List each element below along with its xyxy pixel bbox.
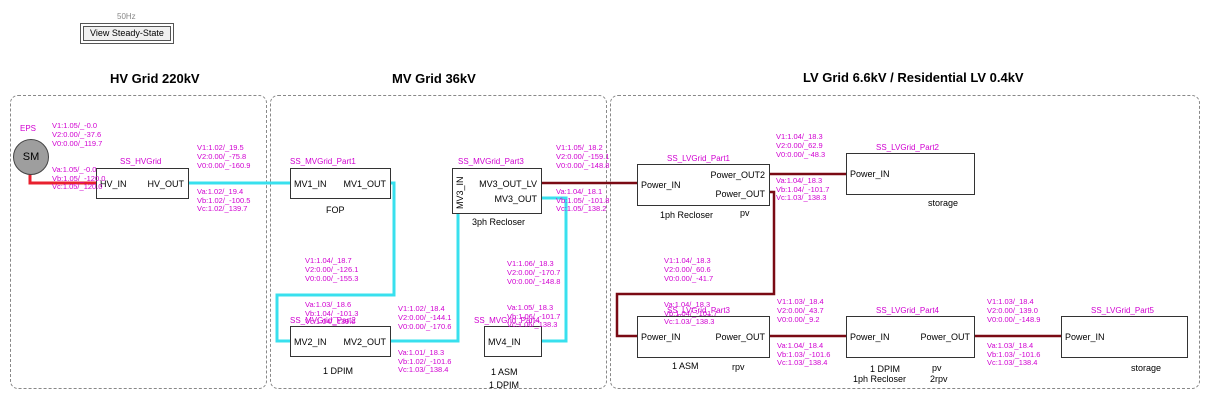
lv3-label-rpv: rpv bbox=[732, 362, 745, 372]
hv-grid-block[interactable]: HV_IN HV_OUT bbox=[96, 168, 189, 199]
mv2-in-port: MV2_IN bbox=[294, 337, 327, 347]
mv2-label: 1 DPIM bbox=[323, 366, 354, 376]
lv5-power-in-port: Power_IN bbox=[1065, 332, 1105, 342]
lv1-power-out-port: Power_OUT bbox=[715, 189, 765, 199]
frequency-label: 50Hz bbox=[117, 12, 136, 21]
lv4-label-recloser: 1ph Recloser bbox=[853, 374, 907, 384]
lv3-power-in-port: Power_IN bbox=[641, 332, 681, 342]
lv3-power-out-port: Power_OUT bbox=[715, 332, 765, 342]
mv1-block[interactable]: MV1_IN MV1_OUT bbox=[290, 168, 391, 199]
mv4-in-port: MV4_IN bbox=[488, 337, 521, 347]
lv4-power-in-port: Power_IN bbox=[850, 332, 890, 342]
mv4-block-name: SS_MVGrid_Part4 bbox=[474, 316, 540, 325]
lv5-label: storage bbox=[1131, 363, 1162, 373]
lv-grid-area bbox=[610, 95, 1200, 389]
lv4-block-name: SS_LVGrid_Part4 bbox=[876, 306, 939, 315]
mv1-out-port: MV1_OUT bbox=[343, 179, 386, 189]
lv4-label-rpv: 2rpv bbox=[930, 374, 948, 384]
hv-line bbox=[28, 172, 96, 185]
lv3-block-name: SS_LVGrid_Part3 bbox=[667, 306, 730, 315]
lv-grid-title: LV Grid 6.6kV / Residential LV 0.4kV bbox=[803, 70, 1024, 85]
lv1-block-name: SS_LVGrid_Part1 bbox=[667, 154, 730, 163]
lv2-power-in-port: Power_IN bbox=[850, 169, 890, 179]
mv1-to-mv2-line bbox=[275, 181, 396, 343]
hv-grid-area bbox=[10, 95, 267, 389]
mv2-out-port: MV2_OUT bbox=[343, 337, 386, 347]
mv2-block-name: SS_MVGrid_Part2 bbox=[290, 316, 356, 325]
hv-out-port: HV_OUT bbox=[147, 179, 184, 189]
lv4-label-dpim: 1 DPIM bbox=[870, 364, 901, 374]
lv1-block[interactable]: Power_IN Power_OUT2 Power_OUT bbox=[637, 164, 770, 206]
hv-grid-title: HV Grid 220kV bbox=[110, 71, 200, 86]
mv3-out-lv-port: MV3_OUT_LV bbox=[479, 179, 537, 189]
lv2-label: storage bbox=[928, 198, 959, 208]
lv4-block[interactable]: Power_IN Power_OUT bbox=[846, 316, 975, 358]
hv-feed-line bbox=[28, 172, 96, 185]
mv3-block[interactable]: MV3_IN MV3_OUT_LV MV3_OUT bbox=[452, 168, 542, 214]
lv2-block[interactable]: Power_IN bbox=[846, 153, 975, 195]
lv5-block[interactable]: Power_IN bbox=[1061, 316, 1188, 358]
lv1-label-recloser: 1ph Recloser bbox=[660, 210, 714, 220]
lv1-label-pv: pv bbox=[740, 208, 750, 218]
lv2-block-name: SS_LVGrid_Part2 bbox=[876, 143, 939, 152]
mv1-label: FOP bbox=[326, 205, 345, 215]
lv1-to-lv3-line bbox=[615, 190, 776, 338]
lv3-block[interactable]: Power_IN Power_OUT bbox=[637, 316, 770, 358]
mv3-out-port: MV3_OUT bbox=[494, 194, 537, 204]
mv4-label-asm: 1 ASM bbox=[491, 367, 518, 377]
mv-grid-area bbox=[270, 95, 607, 389]
mv4-block[interactable]: MV4_IN bbox=[484, 326, 542, 357]
view-steady-state-button[interactable]: View Steady-State bbox=[80, 23, 174, 44]
lv1-power-out2-port: Power_OUT2 bbox=[710, 170, 765, 180]
lv4-label-pv: pv bbox=[932, 363, 942, 373]
mv2-block[interactable]: MV2_IN MV2_OUT bbox=[290, 326, 391, 357]
hv-in-port: HV_IN bbox=[100, 179, 127, 189]
mv1-block-name: SS_MVGrid_Part1 bbox=[290, 157, 356, 166]
mv4-label-dpim: 1 DPIM bbox=[489, 380, 520, 390]
eps-label: EPS bbox=[20, 124, 37, 133]
lv4-power-out-port: Power_OUT bbox=[920, 332, 970, 342]
lv5-block-name: SS_LVGrid_Part5 bbox=[1091, 306, 1154, 315]
mv3-block-name: SS_MVGrid_Part3 bbox=[458, 157, 524, 166]
synchronous-machine-icon[interactable]: SM bbox=[13, 139, 49, 175]
mv2-to-mv3-line bbox=[389, 212, 460, 343]
mv3-to-mv4-line bbox=[540, 196, 568, 343]
lv3-label-asm: 1 ASM bbox=[672, 361, 699, 371]
mv1-in-port: MV1_IN bbox=[294, 179, 327, 189]
mv-grid-title: MV Grid 36kV bbox=[392, 71, 476, 86]
lv1-power-in-port: Power_IN bbox=[641, 180, 681, 190]
mv3-in-port: MV3_IN bbox=[455, 176, 465, 209]
hv-grid-block-name: SS_HVGrid bbox=[120, 157, 162, 166]
mv3-label: 3ph Recloser bbox=[472, 217, 526, 227]
